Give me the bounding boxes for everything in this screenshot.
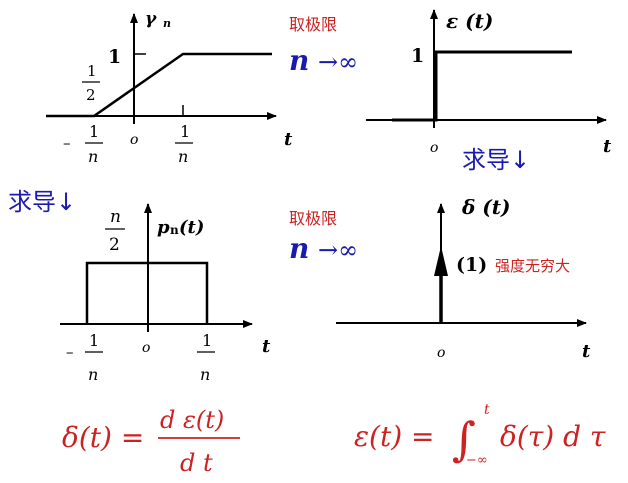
limit-annotation-mid: 取极限 n →∞	[289, 209, 358, 265]
impulse-strength: (1)	[456, 254, 487, 276]
ramp-y-label-sub: n	[163, 17, 171, 30]
ramp-half-num: 1	[87, 62, 97, 80]
panel-impulse: δ (t) (1) 强度无穷大 o t	[336, 195, 591, 362]
limit-mid-n: n	[289, 232, 309, 265]
formula-left-num: d ε(t)	[160, 406, 224, 434]
limit-mid-text: 取极限	[289, 209, 337, 228]
pulse-y-label-sub: n	[170, 223, 179, 237]
pulse-pos-num: 1	[202, 331, 212, 350]
pulse-neg-num: 1	[89, 331, 99, 350]
ramp-neg-den: n	[88, 147, 98, 166]
panel-step: ε (t) 1 o t	[366, 9, 612, 157]
ramp-neg-sign: –	[63, 134, 71, 152]
formula-right-upper: t	[484, 402, 490, 418]
ramp-t-label: t	[284, 129, 293, 150]
panel-pulse: n 2 p n (t) – 1 n o 1 n t	[60, 203, 271, 384]
pulse-y-label-p: p	[157, 217, 170, 238]
ramp-origin: o	[130, 132, 138, 148]
ramp-half-den: 2	[86, 86, 96, 104]
impulse-arrowhead	[434, 246, 448, 276]
limit-top-text: 取极限	[289, 15, 337, 34]
formula-derivative: δ(t) = d ε(t) d t	[62, 406, 240, 477]
deriv-left-label: 求导↓	[8, 188, 76, 216]
step-y-label: ε (t)	[446, 9, 493, 33]
formula-left-den: d t	[180, 449, 213, 477]
step-one-label: 1	[411, 45, 424, 67]
pulse-y-label-arg: (t)	[179, 217, 204, 238]
pulse-neg-den: n	[88, 365, 98, 384]
limit-top-n: n	[289, 44, 309, 77]
limit-top-arrow: →∞	[318, 48, 358, 76]
formula-integral: ε(t) = ∫ t −∞ δ(τ) d τ	[354, 402, 606, 468]
limit-annotation-top: 取极限 n →∞	[289, 15, 358, 77]
pulse-height-num: n	[110, 207, 121, 227]
formula-left-lhs: δ(t) =	[62, 421, 144, 454]
limit-mid-arrow: →∞	[318, 236, 358, 264]
pulse-neg-sign: –	[66, 343, 74, 361]
impulse-strength-note: 强度无穷大	[495, 257, 570, 275]
step-origin: o	[430, 140, 438, 156]
ramp-pos-den: n	[178, 147, 188, 166]
pulse-curve	[85, 261, 209, 324]
panel-ramp: γ n 1 1 2 – 1 n o 1 n t	[46, 9, 293, 166]
pulse-origin: o	[142, 340, 150, 356]
formula-right-integral: ∫	[452, 412, 476, 466]
formula-right-integrand: δ(τ) d τ	[500, 420, 606, 453]
pulse-t-label: t	[262, 336, 271, 357]
ramp-one-label: 1	[108, 46, 121, 68]
impulse-origin: o	[437, 345, 445, 361]
deriv-right-label: 求导↓	[462, 146, 530, 174]
impulse-y-label: δ (t)	[461, 195, 510, 219]
formula-right-lower: −∞	[466, 453, 488, 468]
step-curve	[392, 50, 572, 122]
ramp-neg-num: 1	[89, 122, 99, 141]
ramp-pos-num: 1	[180, 122, 190, 141]
pulse-pos-den: n	[200, 365, 210, 384]
pulse-height-den: 2	[109, 235, 120, 255]
impulse-t-label: t	[582, 341, 591, 362]
formula-right-lhs: ε(t) =	[354, 420, 435, 453]
ramp-y-label-gamma: γ	[145, 9, 157, 29]
ramp-curve	[46, 52, 272, 118]
step-t-label: t	[603, 136, 612, 157]
